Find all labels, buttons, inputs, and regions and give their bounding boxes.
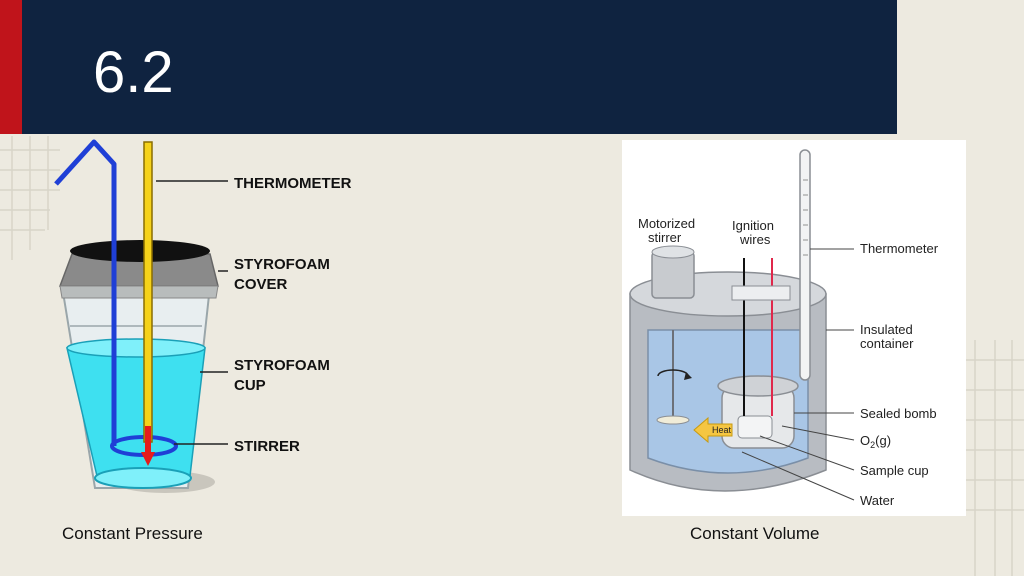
label-styrofoam-cover-2: COVER [234,276,288,293]
label-o2-gas: O2(g) [860,433,891,450]
stirrer-paddle [656,415,690,425]
heat-arrow [693,416,733,444]
thermometer [799,149,811,381]
cover-opening [70,240,210,262]
label-sample-cup: Sample cup [860,463,929,478]
water-surface [66,338,206,358]
motorized-stirrer [651,251,695,299]
caption-constant-volume: Constant Volume [690,524,820,543]
slide-title: 6.2 [93,40,174,105]
caption-constant-pressure: Constant Pressure [62,524,203,543]
label-stirrer: STIRRER [234,438,300,455]
label-ignition-wires-1: Ignition [732,218,774,233]
label-insulated-container-1: Insulated [860,322,913,337]
thermometer [143,141,153,443]
water [66,347,206,477]
sample-cup [737,415,773,439]
label-styrofoam-cup-1: STYROFOAM [234,357,330,374]
title-bar [22,0,897,134]
label-heat: Heat [712,425,732,435]
stirrer-rod [54,139,117,446]
label-ignition-wires-2: wires [739,232,771,247]
thermometer-bulb [145,426,151,456]
label-styrofoam-cover-1: STYROFOAM [234,256,330,273]
accent-strip [0,0,22,134]
bomb-calorimeter-diagram: Heat Motorized stirrer Ignition wires Th… [622,140,966,516]
label-styrofoam-cup-2: CUP [234,377,266,394]
coffee-cup-calorimeter-diagram: THERMOMETER STYROFOAM COVER STYROFOAM CU… [54,139,352,493]
label-insulated-container-2: container [860,336,914,351]
label-motorized-stirrer-2: stirrer [648,230,682,245]
label-water: Water [860,493,895,508]
label-sealed-bomb: Sealed bomb [860,406,937,421]
cup-bottom [94,467,192,489]
label-motorized-stirrer-1: Motorized [638,216,695,231]
label-thermometer: THERMOMETER [234,175,352,192]
label-thermometer: Thermometer [860,241,939,256]
